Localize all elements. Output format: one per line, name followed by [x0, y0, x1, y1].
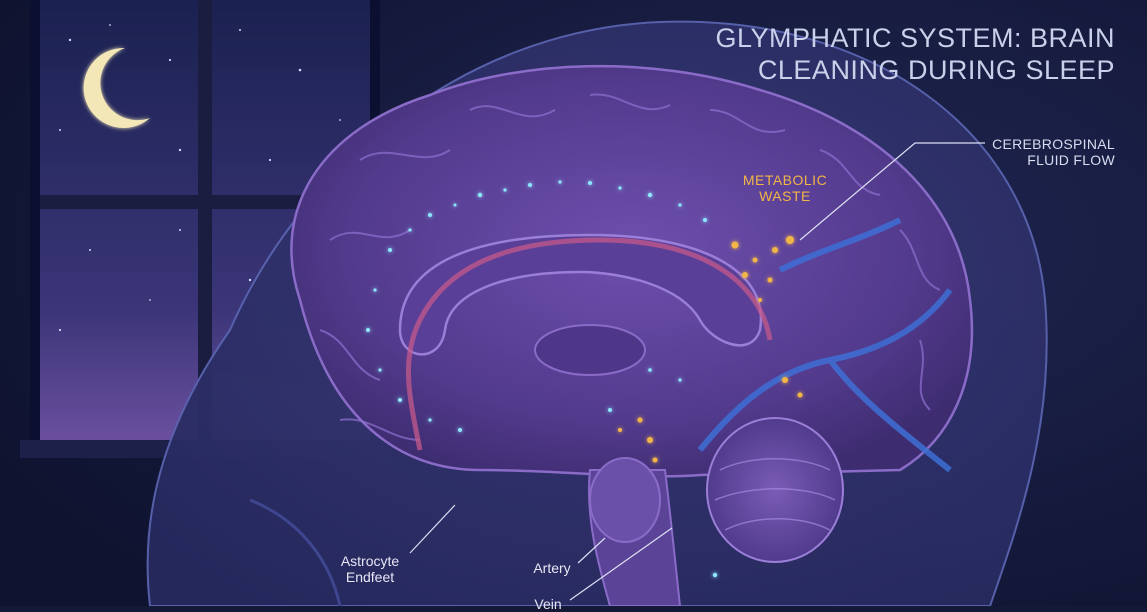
pons	[589, 457, 661, 543]
brain	[290, 64, 974, 478]
csf-particles	[366, 180, 718, 578]
csf-label-line-1: CEREBROSPINAL	[992, 136, 1115, 152]
page-title: GLYMPHATIC SYSTEM: BRAIN CLEANING DURING…	[695, 22, 1115, 86]
vein-vessels	[697, 217, 953, 473]
metabolic-waste-label: METABOLIC WASTE	[742, 172, 828, 204]
waste-label-line-1: METABOLIC	[742, 172, 828, 188]
title-line-1: GLYMPHATIC SYSTEM: BRAIN	[715, 23, 1115, 53]
waste-label-line-2: WASTE	[759, 188, 811, 204]
title-line-2: CLEANING DURING SLEEP	[757, 55, 1115, 85]
leader-lines	[409, 142, 985, 601]
moon-icon	[83, 47, 150, 128]
csf-flow-label: CEREBROSPINAL FLUID FLOW	[915, 136, 1115, 168]
brain-folds	[319, 93, 941, 441]
thalamus	[534, 324, 646, 376]
corpus-callosum	[398, 233, 763, 356]
astrocyte-label-line-2: Endfeet	[345, 569, 395, 585]
vein-label: Vein	[534, 596, 562, 612]
artery-label: Artery	[533, 560, 571, 576]
waste-particles	[618, 236, 803, 463]
astrocyte-label-line-1: Astrocyte	[340, 553, 400, 569]
artery-vessel	[405, 237, 773, 451]
astrocyte-endfeet-label: Astrocyte Endfeet	[332, 553, 408, 585]
csf-label-line-2: FLUID FLOW	[1027, 152, 1115, 168]
cerebellum	[706, 417, 844, 563]
